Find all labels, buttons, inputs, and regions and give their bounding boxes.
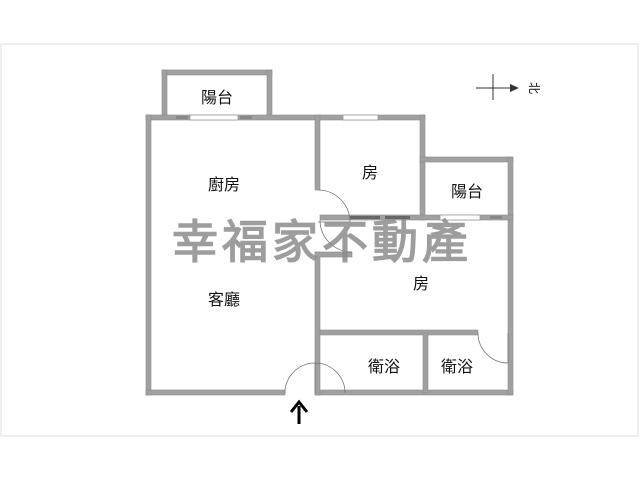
compass-north-icon: 北 (476, 74, 541, 100)
watermark: 幸福家不動產 (172, 215, 472, 269)
room-label-bathroom-1: 衛浴 (368, 357, 400, 376)
compass-north-label: 北 (527, 82, 541, 94)
entrance-arrow-icon (289, 399, 309, 424)
walls (145, 69, 514, 396)
room-label-balcony-right: 陽台 (451, 182, 483, 201)
room-label-bedroom-1: 房 (362, 163, 378, 182)
room-label-kitchen: 廚房 (208, 175, 240, 194)
room-label-balcony-top: 陽台 (201, 88, 233, 107)
room-label-bedroom-2: 房 (413, 274, 429, 293)
room-label-bathroom-2: 衛浴 (441, 357, 473, 376)
windows-and-doors (176, 114, 509, 394)
room-label-living-room: 客廳 (208, 290, 240, 309)
